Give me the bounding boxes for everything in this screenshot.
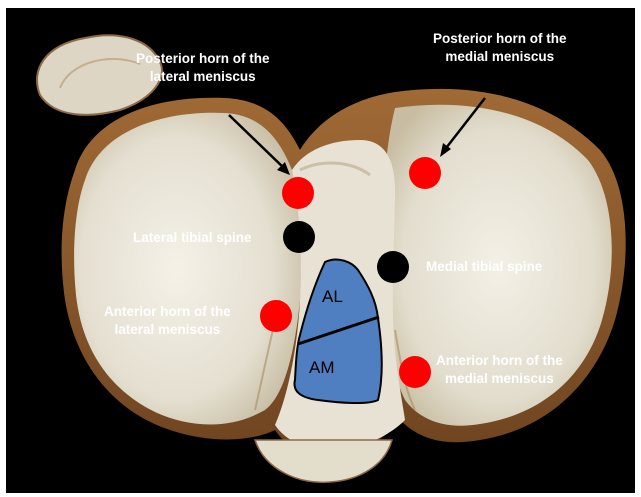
label-anterior-horn-lateral-line2: lateral meniscus — [104, 321, 231, 339]
label-anterior-horn-medial: Anterior horn of the medial meniscus — [436, 352, 563, 388]
label-anterior-horn-lateral-line1: Anterior horn of the — [104, 303, 231, 321]
label-al: AL — [322, 287, 343, 306]
label-posterior-horn-lateral: Posterior horn of the lateral meniscus — [136, 50, 270, 86]
label-anterior-horn-medial-line1: Anterior horn of the — [436, 352, 563, 370]
label-lateral-tibial-spine: Lateral tibial spine — [133, 229, 252, 247]
label-am: AM — [309, 358, 335, 377]
tibial-tubercle — [255, 440, 392, 482]
marker-posterior-horn-lateral — [282, 177, 314, 209]
marker-lateral-tibial-spine — [283, 221, 315, 253]
label-posterior-horn-lateral-line1: Posterior horn of the — [136, 50, 270, 68]
label-medial-tibial-spine: Medial tibial spine — [426, 258, 542, 276]
label-anterior-horn-lateral: Anterior horn of the lateral meniscus — [104, 303, 231, 339]
label-posterior-horn-medial-line2: medial meniscus — [433, 48, 567, 66]
label-posterior-horn-medial-line1: Posterior horn of the — [433, 30, 567, 48]
label-posterior-horn-medial: Posterior horn of the medial meniscus — [433, 30, 567, 66]
label-posterior-horn-lateral-line2: lateral meniscus — [136, 68, 270, 86]
marker-anterior-horn-lateral — [260, 300, 292, 332]
label-anterior-horn-medial-line2: medial meniscus — [436, 370, 563, 388]
marker-anterior-horn-medial — [399, 356, 431, 388]
marker-posterior-horn-medial — [409, 157, 441, 189]
marker-medial-tibial-spine — [377, 251, 409, 283]
